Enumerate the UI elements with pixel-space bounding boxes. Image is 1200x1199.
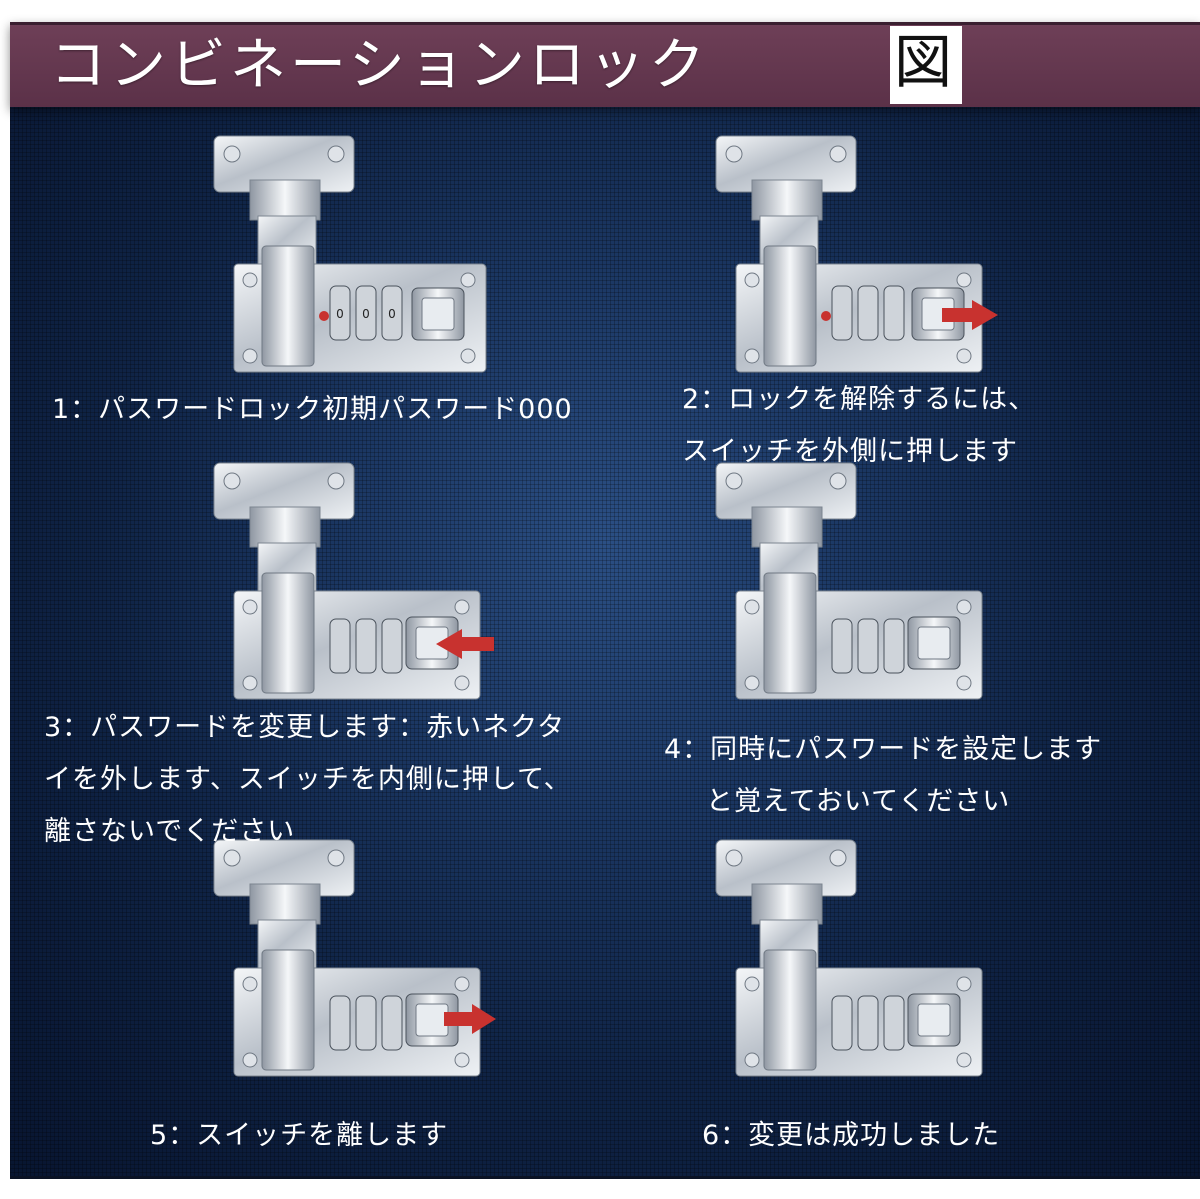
step-1-caption: 1：パスワードロック初期パスワード000: [52, 384, 573, 436]
step-5-caption: 5：スイッチを離します: [150, 1110, 448, 1162]
svg-text:0: 0: [362, 307, 370, 321]
lock-illustration-4: [702, 455, 992, 715]
step-4-line-1: 4：同時にパスワードを設定します: [664, 734, 1103, 765]
lock-illustration-3: [200, 455, 494, 715]
arrow-right-icon: [942, 300, 998, 330]
page-title: コンビネーションロック: [50, 33, 709, 98]
step-3-caption: 3：パスワードを変更します：赤いネクタ イを外します、スイッチを内側に押して、 …: [44, 702, 572, 858]
step-2-line-2: スイッチを外側に押します: [682, 436, 1018, 467]
step-2-caption: 2：ロックを解除するには、 スイッチを外側に押します: [682, 374, 1036, 478]
step-3-line-1: 3：パスワードを変更します：赤いネクタ: [44, 712, 566, 743]
step-3-line-3: 離さないでください: [44, 816, 296, 847]
title-bar: コンビネーションロック: [10, 22, 1200, 107]
bottom-divider: [10, 1176, 1200, 1179]
page-title-tail: 図: [890, 26, 962, 104]
arrow-left-icon: [436, 629, 494, 659]
step-4-line-2: と覚えておいてください: [706, 786, 1011, 817]
step-3-line-2: イを外します、スイッチを内側に押して、: [44, 764, 572, 795]
step-6-caption: 6：変更は成功しました: [702, 1110, 1000, 1162]
lock-illustration-5: [200, 832, 496, 1092]
lock-illustration-6: [702, 832, 992, 1092]
svg-text:0: 0: [336, 307, 344, 321]
step-2-line-1: 2：ロックを解除するには、: [682, 384, 1037, 415]
step-4-caption: 4：同時にパスワードを設定します と覚えておいてください: [664, 724, 1102, 828]
lock-illustration-1: 0 0 0: [200, 128, 490, 388]
lock-illustration-2: [702, 128, 998, 388]
arrow-right-icon: [444, 1004, 496, 1034]
step-6-line-1: 6：変更は成功しました: [702, 1120, 1001, 1151]
step-1-line-1: 1：パスワードロック初期パスワード000: [52, 394, 573, 425]
page-title-tail-text: 図: [894, 28, 953, 96]
svg-text:0: 0: [388, 307, 396, 321]
background-panel: [10, 22, 1200, 1177]
step-5-line-1: 5：スイッチを離します: [150, 1120, 449, 1151]
